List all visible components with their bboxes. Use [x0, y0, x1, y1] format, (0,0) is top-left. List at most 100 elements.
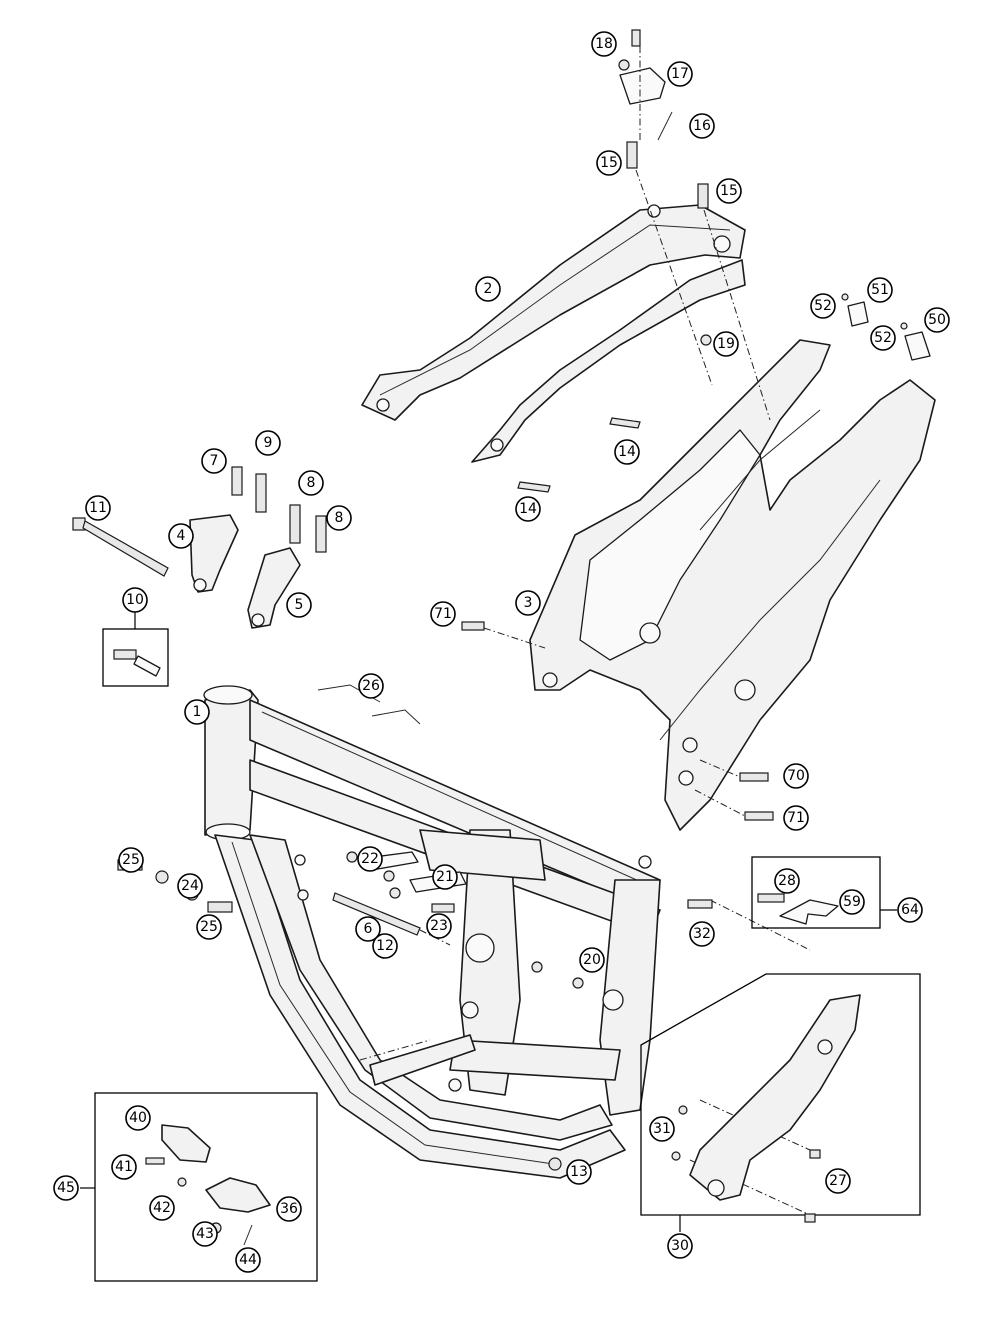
callout-label: 10	[126, 592, 144, 608]
box-10	[102, 612, 169, 687]
callout-label: 6	[364, 921, 373, 937]
callout-label: 15	[720, 183, 738, 199]
callout-c28: 28	[774, 868, 800, 894]
callout-label: 23	[430, 918, 448, 934]
callout-c18: 18	[591, 31, 617, 57]
callout-label: 71	[787, 810, 805, 826]
callout-label: 11	[89, 500, 107, 516]
callout-label: 28	[778, 873, 796, 889]
callout-label: 27	[829, 1173, 847, 1189]
callout-c15b: 15	[716, 178, 742, 204]
callout-label: 42	[153, 1200, 171, 1216]
callout-label: 25	[200, 919, 218, 935]
callout-label: 7	[210, 453, 219, 469]
callout-c4: 4	[168, 523, 194, 549]
callout-c7: 7	[201, 448, 227, 474]
airbox	[529, 339, 936, 831]
callout-c12: 12	[372, 933, 398, 959]
box-30	[640, 899, 921, 1232]
callout-c36: 36	[276, 1196, 302, 1222]
callout-label: 12	[376, 938, 394, 954]
callout-label: 52	[814, 298, 832, 314]
callout-c71a: 71	[430, 601, 456, 627]
callout-c11: 11	[85, 495, 111, 521]
callout-c44: 44	[235, 1247, 261, 1273]
callout-c42: 42	[149, 1195, 175, 1221]
callout-c19: 19	[713, 331, 739, 357]
callout-c25a: 25	[118, 847, 144, 873]
callout-c14a: 14	[614, 439, 640, 465]
callout-c23: 23	[426, 913, 452, 939]
callout-c43: 43	[192, 1221, 218, 1247]
callout-c30: 30	[667, 1233, 693, 1259]
callout-c41: 41	[111, 1154, 137, 1180]
callout-c8a: 8	[298, 470, 324, 496]
callout-c59: 59	[839, 889, 865, 915]
callout-label: 1	[193, 704, 202, 720]
callout-c26: 26	[358, 673, 384, 699]
callout-label: 50	[928, 312, 946, 328]
callout-label: 51	[871, 282, 889, 298]
callout-label: 14	[618, 444, 636, 460]
callout-c64: 64	[897, 897, 923, 923]
callout-label: 15	[600, 155, 618, 171]
callout-c52a: 52	[810, 293, 836, 319]
callout-c8b: 8	[326, 505, 352, 531]
callout-c10: 10	[122, 587, 148, 613]
main-frame	[203, 685, 661, 1179]
callout-label: 5	[295, 597, 304, 613]
callout-c25b: 25	[196, 914, 222, 940]
linkage-levers	[189, 514, 301, 629]
callout-label: 40	[129, 1110, 147, 1126]
callout-label: 20	[583, 952, 601, 968]
callout-label: 32	[693, 926, 711, 942]
callout-label: 30	[671, 1238, 689, 1254]
callout-c27: 27	[825, 1168, 851, 1194]
callout-c70: 70	[783, 763, 809, 789]
callout-c16: 16	[689, 113, 715, 139]
callout-c50: 50	[924, 307, 950, 333]
callout-c2: 2	[475, 276, 501, 302]
callout-c20: 20	[579, 947, 605, 973]
callout-label: 31	[653, 1121, 671, 1137]
callout-c51: 51	[867, 277, 893, 303]
callout-label: 52	[874, 330, 892, 346]
callout-c5: 5	[286, 592, 312, 618]
callout-label: 41	[115, 1159, 133, 1175]
callout-c6: 6	[355, 916, 381, 942]
box-45	[80, 1092, 318, 1282]
callout-label: 59	[843, 894, 861, 910]
callout-label: 64	[901, 902, 919, 918]
callout-label: 44	[239, 1252, 257, 1268]
callout-label: 43	[196, 1226, 214, 1242]
callout-label: 13	[570, 1164, 588, 1180]
callout-label: 16	[693, 118, 711, 134]
callout-c21: 21	[432, 864, 458, 890]
callout-label: 71	[434, 606, 452, 622]
callout-label: 24	[181, 878, 199, 894]
callout-label: 8	[335, 510, 344, 526]
callout-c31: 31	[649, 1116, 675, 1142]
callout-c1: 1	[184, 699, 210, 725]
callout-label: 18	[595, 36, 613, 52]
callout-c24: 24	[177, 873, 203, 899]
hardware	[72, 29, 931, 1171]
callout-c3: 3	[515, 590, 541, 616]
sub-frame	[361, 204, 746, 463]
callout-label: 70	[787, 768, 805, 784]
callout-label: 36	[280, 1201, 298, 1217]
callout-label: 26	[362, 678, 380, 694]
callout-label: 45	[57, 1180, 75, 1196]
callout-label: 8	[307, 475, 316, 491]
callout-c17: 17	[667, 61, 693, 87]
callout-c52b: 52	[870, 325, 896, 351]
callout-label: 3	[524, 595, 533, 611]
callout-label: 17	[671, 66, 689, 82]
callout-label: 4	[177, 528, 186, 544]
callout-label: 21	[436, 869, 454, 885]
callout-c22: 22	[357, 846, 383, 872]
callout-c14b: 14	[515, 496, 541, 522]
callout-label: 19	[717, 336, 735, 352]
callout-label: 9	[264, 435, 273, 451]
